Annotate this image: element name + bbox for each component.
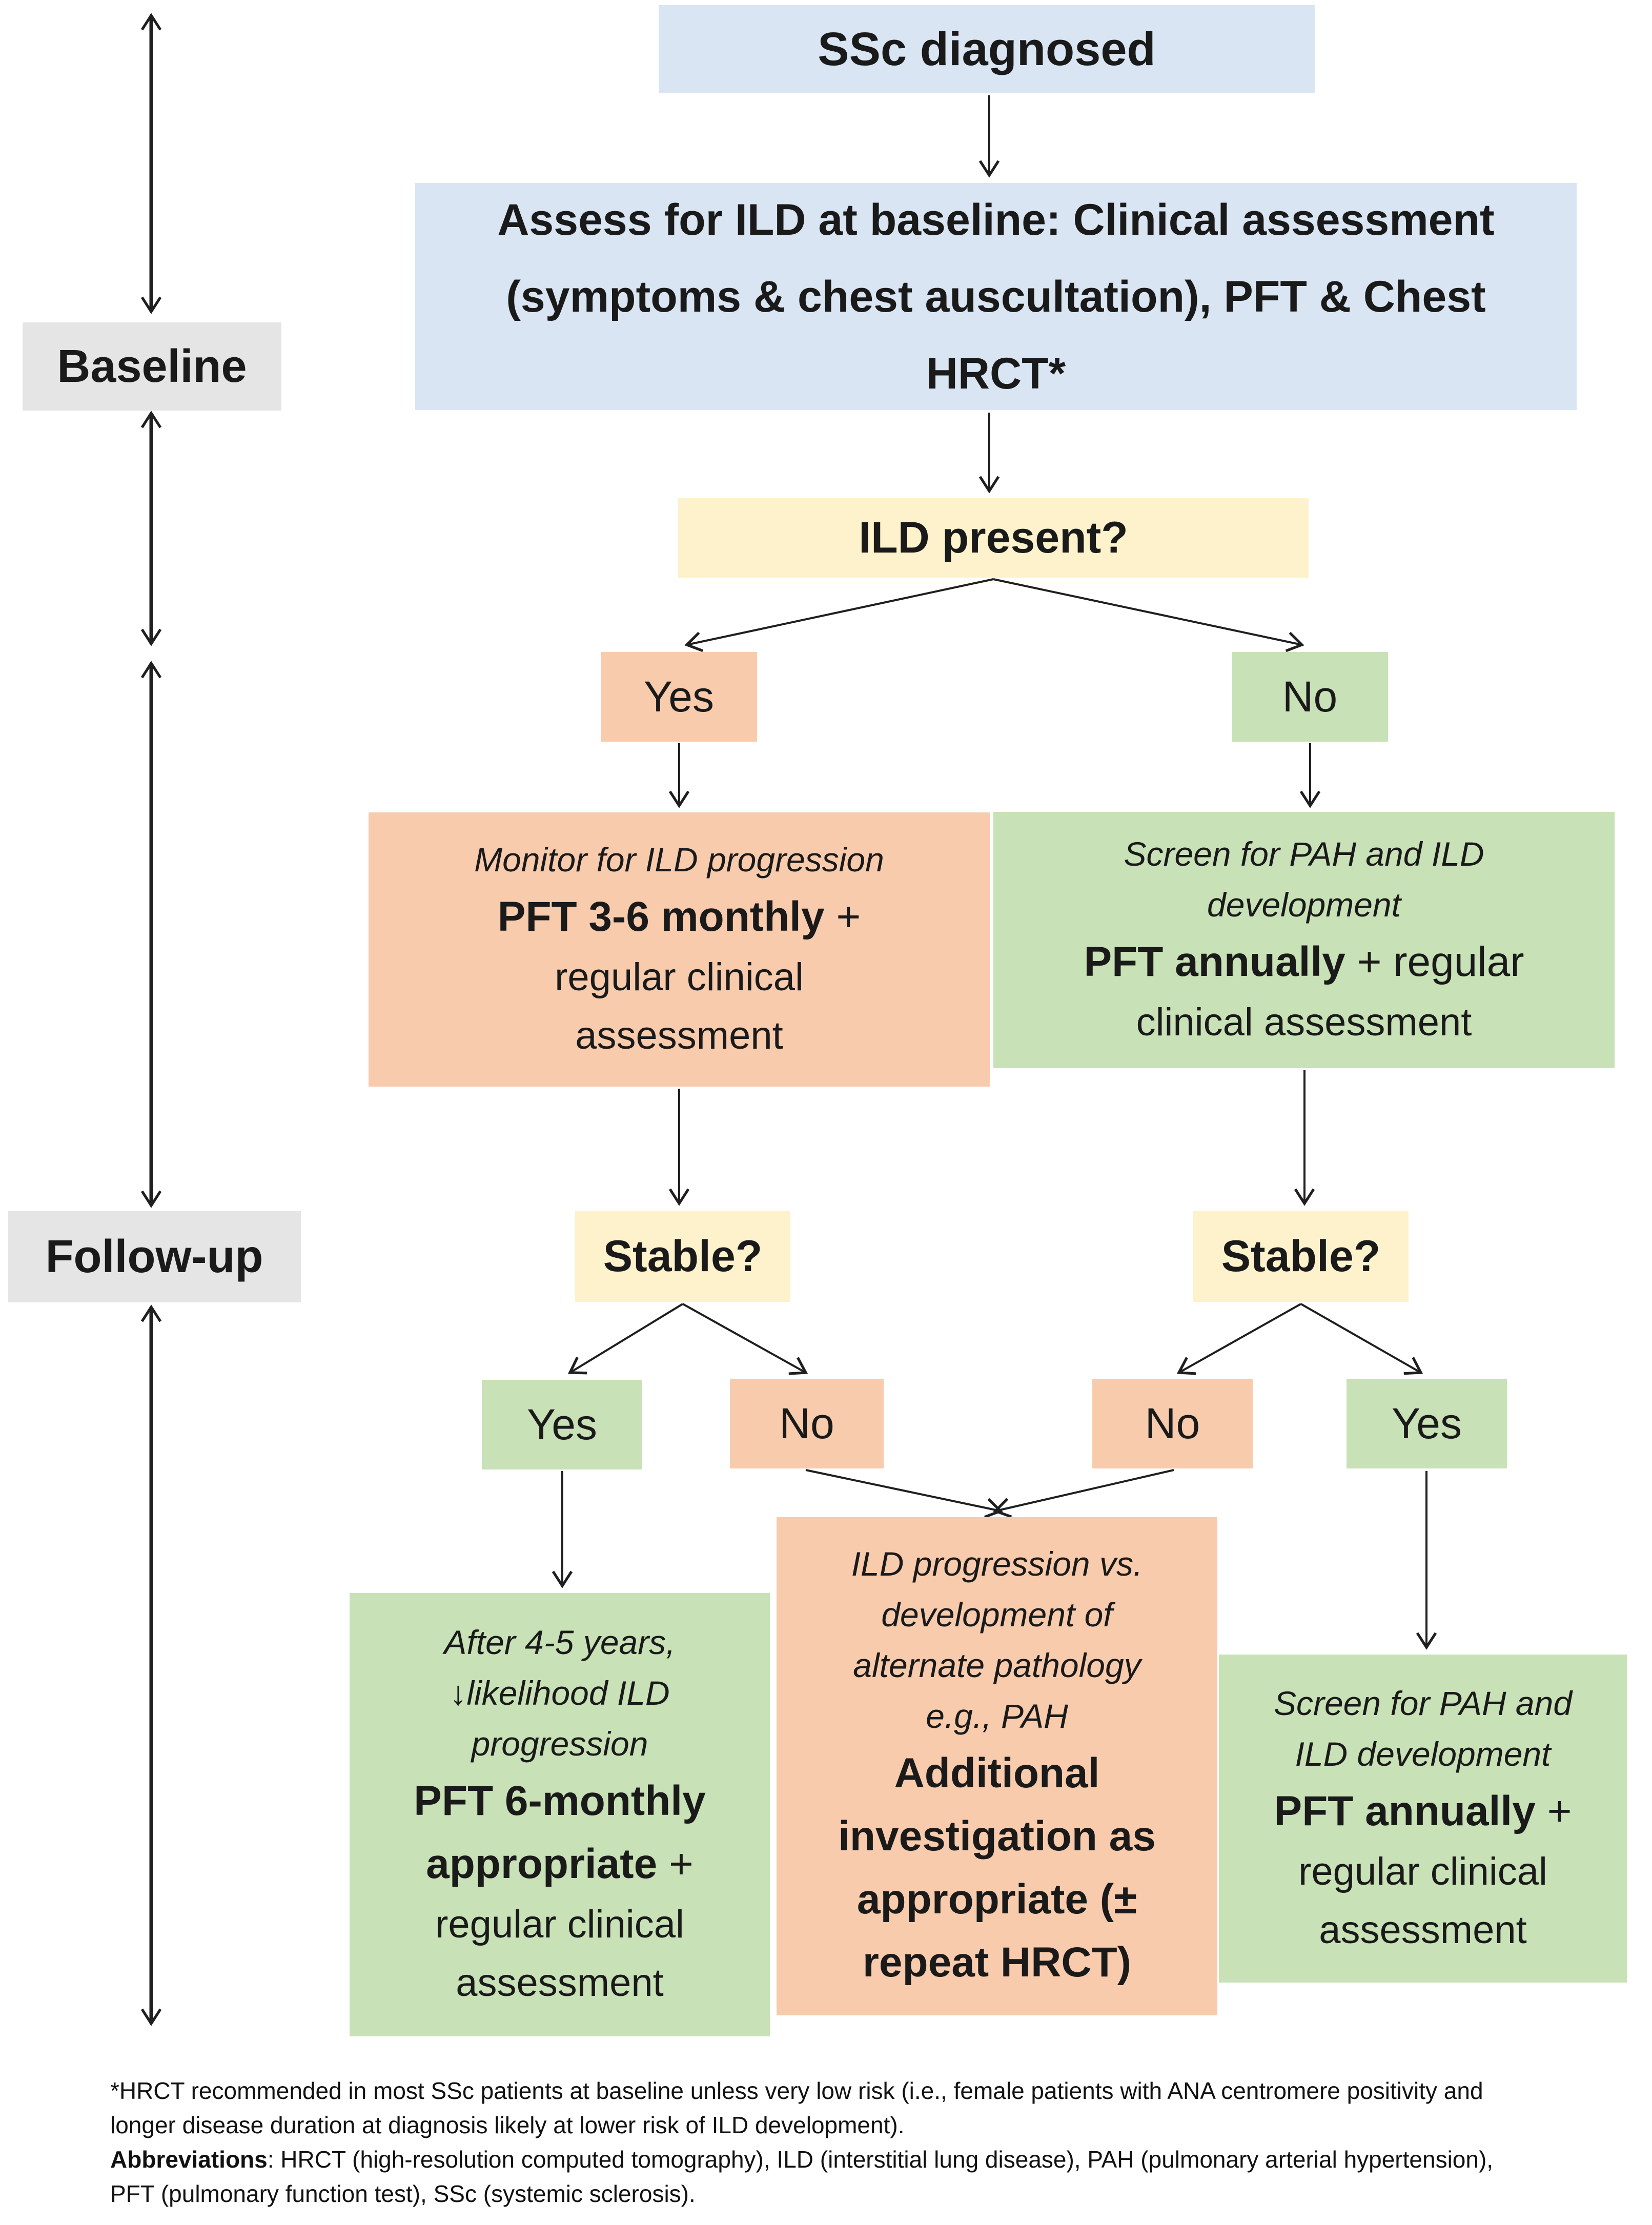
answer-label: No	[779, 1399, 834, 1447]
arrow-ildpresent-to-yes	[684, 578, 994, 652]
arrow-noL-to-ildprog	[805, 1469, 1003, 1519]
node-line: PFT 6-monthly	[414, 1778, 706, 1824]
node-line: repeat HRCT)	[863, 1939, 1131, 1986]
decision-title: ILD present?	[859, 513, 1128, 562]
answer-no-stable-left: No	[730, 1379, 884, 1468]
node-subtitle: development of	[881, 1596, 1113, 1634]
node-assess-baseline: Assess for ILD at baseline: Clinical ass…	[415, 183, 1577, 410]
phase-label-text: Baseline	[57, 340, 247, 392]
node-line: regular clinical	[555, 955, 804, 999]
node-line: assessment	[456, 1961, 664, 2005]
node-strong-text: PFT 3-6 monthly	[497, 893, 825, 940]
footnote-abbreviations-text: : HRCT (high-resolution computed tomogra…	[267, 2146, 1494, 2173]
node-subtitle: ILD progression vs.	[851, 1545, 1143, 1583]
flow-connectors	[552, 95, 1437, 1650]
node-strong-suffix: +	[1535, 1787, 1572, 1834]
node-title: SSc diagnosed	[818, 23, 1156, 75]
node-screen-pah-ild: Screen for PAH and ILD development PFT a…	[993, 812, 1615, 1068]
phase-label-followup: Follow-up	[8, 1211, 301, 1302]
node-line: PFT annually +	[1274, 1780, 1572, 1843]
decision-stable-left: Stable?	[575, 1211, 790, 1302]
footnote-line: PFT (pulmonary function test), SSc (syst…	[110, 2180, 696, 2207]
node-subtitle: development	[1207, 885, 1401, 924]
node-subtitle: ILD development	[1295, 1734, 1551, 1773]
answer-label: No	[1282, 672, 1338, 721]
answer-yes-stable-left: Yes	[482, 1380, 642, 1469]
arrow-noR-to-ildprog	[993, 1469, 1174, 1518]
arrow-stableR-to-no	[1176, 1303, 1301, 1375]
node-subtitle: Screen for PAH and	[1273, 1684, 1573, 1722]
answer-no-stable-right: No	[1092, 1379, 1253, 1468]
answer-yes-stable-right: Yes	[1347, 1379, 1507, 1468]
answer-yes-ild-present: Yes	[601, 652, 757, 742]
footnote-line: Abbreviations: HRCT (high-resolution com…	[110, 2142, 1652, 2177]
arrow-stableL-to-no	[682, 1303, 808, 1375]
node-subtitle: alternate pathology	[853, 1646, 1141, 1684]
node-subtitle: progression	[471, 1725, 648, 1763]
node-line: appropriate (±	[856, 1876, 1137, 1923]
node-subtitle: e.g., PAH	[926, 1697, 1068, 1735]
node-line: assessment	[1319, 1908, 1527, 1952]
node-line: HRCT*	[926, 349, 1066, 398]
node-line: PFT annually + regular	[1084, 930, 1524, 993]
phase-label-baseline: Baseline	[23, 322, 281, 411]
phase-label-text: Follow-up	[45, 1231, 263, 1282]
node-subtitle: Screen for PAH and ILD	[1124, 834, 1484, 873]
node-strong-text: appropriate	[426, 1841, 658, 1887]
node-line: clinical assessment	[1136, 1000, 1472, 1044]
node-screen-pah-ild-annual: Screen for PAH and ILD development PFT a…	[1219, 1655, 1627, 1983]
node-additional-investigation: ILD progression vs. development of alter…	[777, 1517, 1217, 2015]
node-ssc-diagnosed: SSc diagnosed	[659, 5, 1315, 93]
arrow-stableL-to-yes	[567, 1303, 684, 1375]
node-line: regular clinical	[1298, 1849, 1547, 1893]
node-strong-text: PFT annually	[1084, 938, 1345, 985]
footnote-abbreviations-label: Abbreviations	[110, 2146, 268, 2173]
node-line: assessment	[575, 1013, 783, 1057]
node-line: appropriate +	[426, 1832, 694, 1895]
decision-stable-right: Stable?	[1193, 1211, 1409, 1302]
node-subtitle: Monitor for ILD progression	[474, 840, 884, 879]
node-line: Additional	[894, 1750, 1100, 1797]
node-subtitle: ↓likelihood ILD	[450, 1674, 670, 1712]
footnote-line: longer disease duration at diagnosis lik…	[110, 2112, 905, 2138]
answer-label: No	[1145, 1399, 1200, 1447]
decision-title: Stable?	[603, 1231, 763, 1281]
arrow-ildpresent-to-no	[993, 578, 1304, 652]
answer-label: Yes	[1391, 1399, 1462, 1447]
footnote: *HRCT recommended in most SSc patients a…	[110, 2074, 1652, 2211]
node-strong-suffix: +	[824, 893, 861, 940]
node-line: Assess for ILD at baseline: Clinical ass…	[497, 195, 1495, 244]
answer-label: Yes	[643, 672, 715, 721]
node-line: regular clinical	[435, 1903, 684, 1946]
node-line: (symptoms & chest auscultation), PFT & C…	[506, 272, 1486, 321]
node-pft-6-monthly: After 4-5 years, ↓likelihood ILD progres…	[350, 1593, 770, 2036]
node-monitor-ild-progression: Monitor for ILD progression PFT 3-6 mont…	[369, 812, 990, 1087]
node-line: PFT 3-6 monthly +	[498, 885, 861, 948]
node-strong-suffix: +	[657, 1841, 694, 1887]
decision-ild-present: ILD present?	[678, 498, 1309, 578]
node-strong-text: PFT annually	[1274, 1787, 1536, 1834]
footnote-line: *HRCT recommended in most SSc patients a…	[110, 2077, 1483, 2104]
node-subtitle: After 4-5 years,	[444, 1623, 676, 1661]
answer-no-ild-present: No	[1232, 652, 1388, 742]
arrow-stableR-to-yes	[1300, 1303, 1423, 1375]
decision-title: Stable?	[1221, 1231, 1381, 1281]
answer-label: Yes	[526, 1400, 598, 1448]
node-line: investigation as	[838, 1813, 1156, 1860]
node-strong-suffix: + regular	[1345, 938, 1524, 985]
